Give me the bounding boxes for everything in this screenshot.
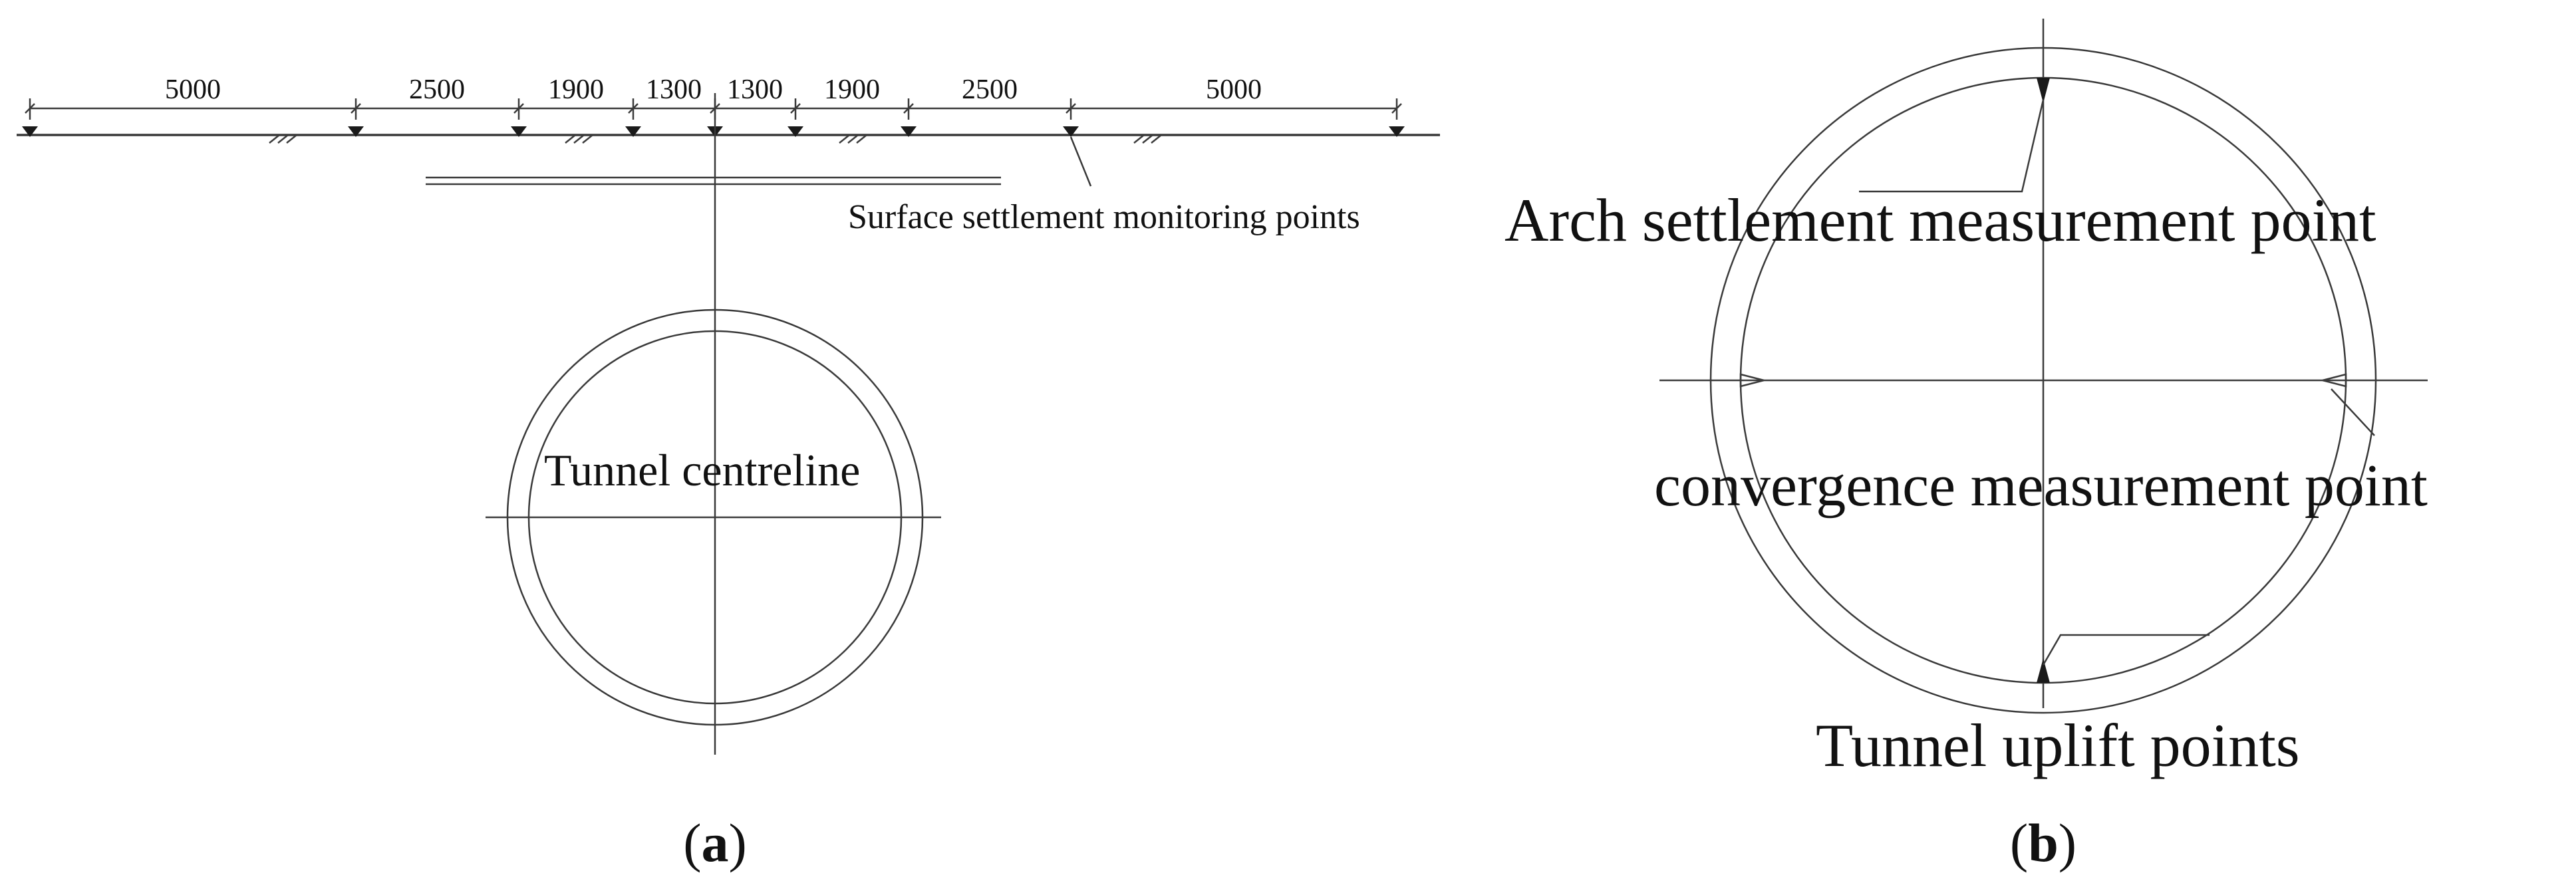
dimension-labels: 5000 2500 1900 1300 1300 1900 2500 5000 bbox=[165, 74, 1262, 105]
convergence-label: convergence measurement point bbox=[1654, 453, 2428, 519]
dimension-label: 1900 bbox=[548, 74, 604, 105]
surface-label-leader bbox=[1070, 136, 1092, 187]
panel-b-label: (b) bbox=[2010, 813, 2076, 873]
panel-a-label: (a) bbox=[683, 813, 747, 873]
panel-a: 5000 2500 1900 1300 1300 1900 2500 5000 … bbox=[17, 74, 1440, 873]
uplift-leader bbox=[2042, 634, 2210, 666]
arch-settlement-label: Arch settlement measurement point bbox=[1504, 186, 2376, 254]
monitoring-point-marker bbox=[348, 126, 364, 137]
tunnel-uplift-label: Tunnel uplift points bbox=[1816, 711, 2300, 779]
arch-leader bbox=[1859, 99, 2045, 193]
dimension-label: 5000 bbox=[165, 74, 221, 105]
tunnel-uplift-marker bbox=[2037, 658, 2050, 683]
panel-b: Arch settlement measurement point conver… bbox=[1504, 19, 2428, 873]
convergence-marker-right bbox=[2322, 373, 2347, 388]
tunnel-outer-lining bbox=[1709, 47, 2377, 714]
monitoring-point-marker bbox=[901, 126, 917, 137]
dimension-label: 2500 bbox=[962, 74, 1018, 105]
surface-settlement-label: Surface settlement monitoring points bbox=[848, 198, 1360, 236]
convergence-leader bbox=[2331, 388, 2375, 436]
tunnel-inner-lining bbox=[527, 330, 903, 705]
dimension-label: 1900 bbox=[824, 74, 880, 105]
monitoring-point-marker bbox=[22, 126, 38, 137]
arch-settlement-marker bbox=[2037, 78, 2050, 103]
tunnel-outer-lining bbox=[506, 309, 924, 726]
dimension-label: 1300 bbox=[727, 74, 783, 105]
structure-double-line bbox=[426, 176, 1001, 186]
surface-monitoring-point-markers bbox=[22, 126, 1405, 137]
convergence-marker-left bbox=[1739, 373, 1765, 388]
monitoring-point-marker bbox=[1389, 126, 1405, 137]
monitoring-point-marker bbox=[511, 126, 527, 137]
dimension-label: 1300 bbox=[646, 74, 702, 105]
monitoring-point-marker bbox=[1063, 126, 1079, 137]
dimension-label: 2500 bbox=[409, 74, 465, 105]
dimension-label: 5000 bbox=[1206, 74, 1262, 105]
tunnel-centreline-label: Tunnel centreline bbox=[544, 445, 860, 495]
ground-hatch-marks bbox=[269, 134, 1162, 144]
monitoring-point-marker bbox=[625, 126, 641, 137]
monitoring-point-marker bbox=[787, 126, 803, 137]
